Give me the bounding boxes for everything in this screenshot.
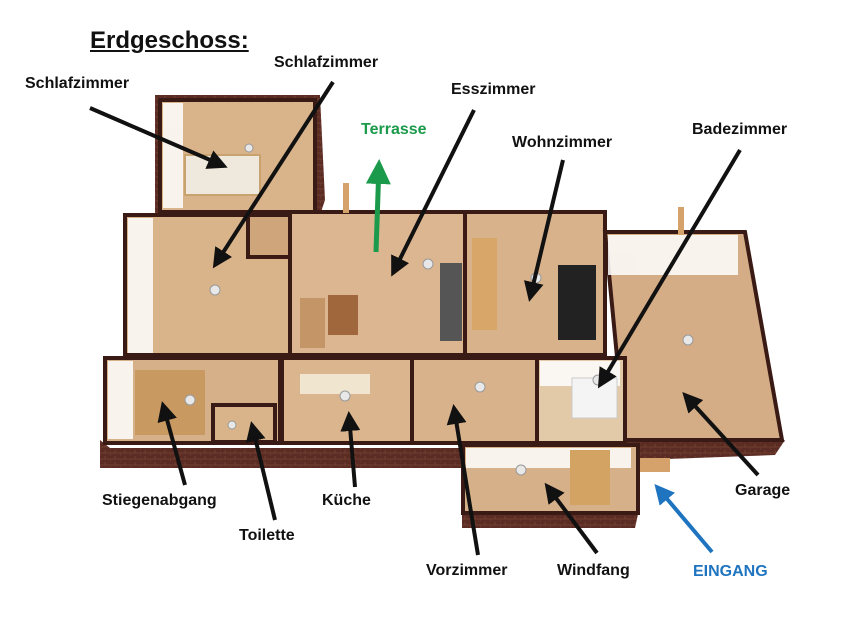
label-kueche: Küche xyxy=(322,492,371,509)
room-toilette xyxy=(211,403,277,444)
arrow-schlafzimmer-top xyxy=(212,80,335,269)
furniture xyxy=(135,154,618,505)
room-vorzimmer xyxy=(410,356,539,445)
label-arrows xyxy=(89,80,760,556)
label-eingang: EINGANG xyxy=(693,563,768,580)
label-schlafzimmer-left: Schlafzimmer xyxy=(25,75,130,92)
sofa-black xyxy=(558,265,596,340)
label-stiegenabgang: Stiegenabgang xyxy=(102,492,217,509)
doors xyxy=(343,183,684,472)
label-schlafzimmer-top: Schlafzimmer xyxy=(274,54,379,71)
arrow-toilette xyxy=(246,421,277,521)
label-terrasse: Terrasse xyxy=(361,121,427,138)
floor-title: Erdgeschoss: xyxy=(90,27,249,54)
arrow-stiegenabgang xyxy=(157,401,187,486)
dining-table xyxy=(328,295,358,335)
arrow-garage xyxy=(682,392,760,477)
label-vorzimmer: Vorzimmer xyxy=(426,562,508,579)
arrow-esszimmer xyxy=(391,109,476,277)
arrow-eingang xyxy=(654,483,714,554)
cabinet xyxy=(472,238,497,330)
label-wohnzimmer: Wohnzimmer xyxy=(512,134,613,151)
arrow-kueche xyxy=(340,411,361,488)
arrow-schlafzimmer-left xyxy=(89,106,228,169)
label-toilette: Toilette xyxy=(239,527,295,544)
label-windfang: Windfang xyxy=(557,562,630,579)
arrow-badezimmer xyxy=(597,148,742,389)
kitchen-counter xyxy=(300,374,370,394)
bench xyxy=(300,298,325,348)
label-esszimmer: Esszimmer xyxy=(451,81,536,98)
windfang-stairs xyxy=(570,450,610,505)
room-closet xyxy=(246,213,295,259)
arrow-wohnzimmer xyxy=(523,159,565,302)
label-garage: Garage xyxy=(735,482,791,499)
bed xyxy=(184,154,261,196)
label-badezimmer: Badezimmer xyxy=(692,121,788,138)
sofa-grey xyxy=(440,263,462,341)
arrow-vorzimmer xyxy=(446,404,480,556)
arrow-windfang xyxy=(544,482,599,555)
arrow-terrasse xyxy=(365,159,391,253)
